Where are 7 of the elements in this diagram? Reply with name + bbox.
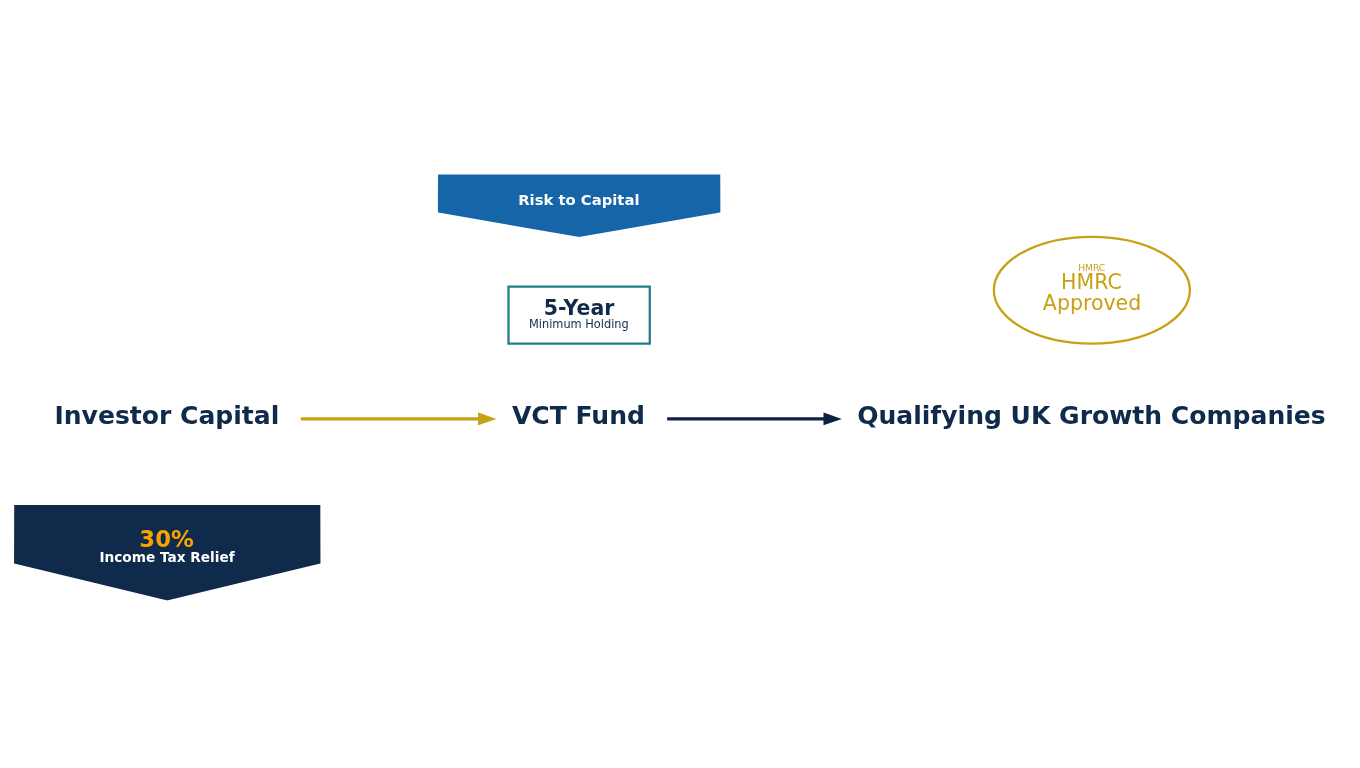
arrow [667,412,842,426]
node-text: Investor Capital [54,401,280,431]
arrow [300,412,497,426]
node-text: VCT Fund [511,401,645,431]
node-ellipse: HMRC HMRC Approved [992,235,1192,345]
node-box: 5-Year Minimum Holding [507,285,651,345]
node-text: Qualifying UK Growth Companies [857,401,1326,431]
